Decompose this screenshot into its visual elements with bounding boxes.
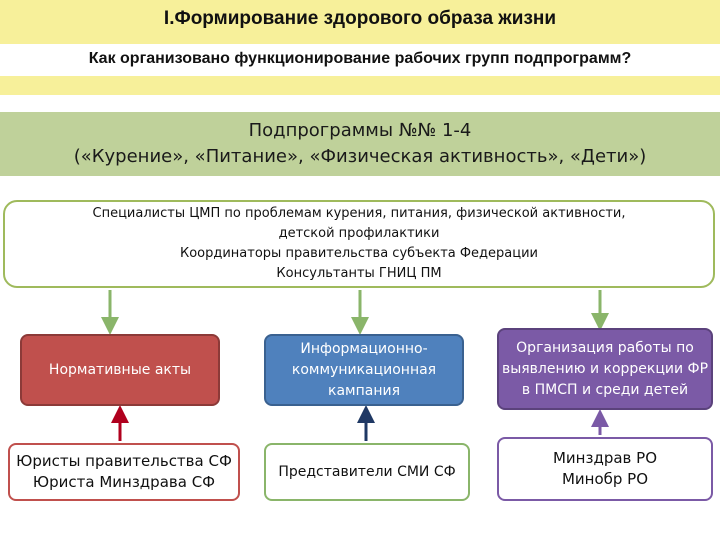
media-label: Представители СМИ СФ (278, 463, 456, 480)
organization-box: Организация работы по выявлению и коррек… (497, 328, 713, 410)
normative-acts-label: Нормативные акты (48, 361, 192, 378)
ministries-line-1: Минздрав РО (552, 449, 658, 467)
subprograms-line-2: («Курение», «Питание», «Физическая актив… (73, 146, 647, 167)
page-title: I.Формирование здорового образа жизни (163, 8, 557, 29)
lawyers-line-2: Юриста Минздрава СФ (32, 473, 216, 491)
subtitle-bar (0, 44, 720, 76)
page-subtitle: Как организовано функционирование рабочи… (88, 50, 632, 67)
lawyers-box: Юристы правительства СФ Юриста Минздрава… (8, 443, 240, 501)
organization-line-3: в ПМСП и среди детей (521, 381, 689, 398)
lawyers-line-1: Юристы правительства СФ (16, 452, 232, 470)
specialists-line-1: Специалисты ЦМП по проблемам курения, пи… (92, 206, 626, 221)
organization-line-2: выявлению и коррекции ФР (501, 360, 709, 377)
info-campaign-line-3: кампания (327, 382, 400, 399)
media-box: Представители СМИ СФ (264, 443, 470, 501)
specialists-line-4: Консультанты ГНИЦ ПМ (276, 266, 442, 281)
specialists-box (3, 200, 715, 288)
ministries-line-2: Минобр РО (561, 470, 649, 488)
info-campaign-line-2: коммуникационная (291, 361, 437, 378)
subprograms-text: Подпрограммы №№ 1-4 («Курение», «Питание… (0, 118, 720, 170)
info-campaign-line-1: Информационно- (300, 340, 428, 357)
normative-acts-box: Нормативные акты (20, 334, 220, 406)
ministries-box: Минздрав РО Минобр РО (497, 437, 713, 501)
specialists-line-2: детской профилактики (278, 226, 440, 241)
specialists-line-3: Координаторы правительства субъекта Феде… (179, 246, 539, 261)
subprograms-band (0, 112, 720, 176)
organization-line-1: Организация работы по (516, 339, 694, 356)
specialists-text: Специалисты ЦМП по проблемам курения, пи… (3, 204, 715, 284)
subprograms-line-1: Подпрограммы №№ 1-4 (248, 120, 472, 141)
info-campaign-box: Информационно- коммуникационная кампания (264, 334, 464, 406)
